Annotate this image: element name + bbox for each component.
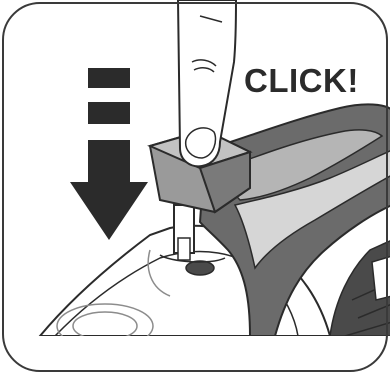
arrow-bar-top — [88, 68, 130, 88]
push-down-arrow-icon — [70, 68, 148, 240]
arrow-bar-middle — [88, 102, 130, 124]
click-caption: CLICK! — [244, 64, 359, 97]
instruction-illustration: CLICK! — [0, 0, 390, 336]
arrow-head — [70, 140, 148, 240]
device-illustration — [0, 0, 390, 336]
